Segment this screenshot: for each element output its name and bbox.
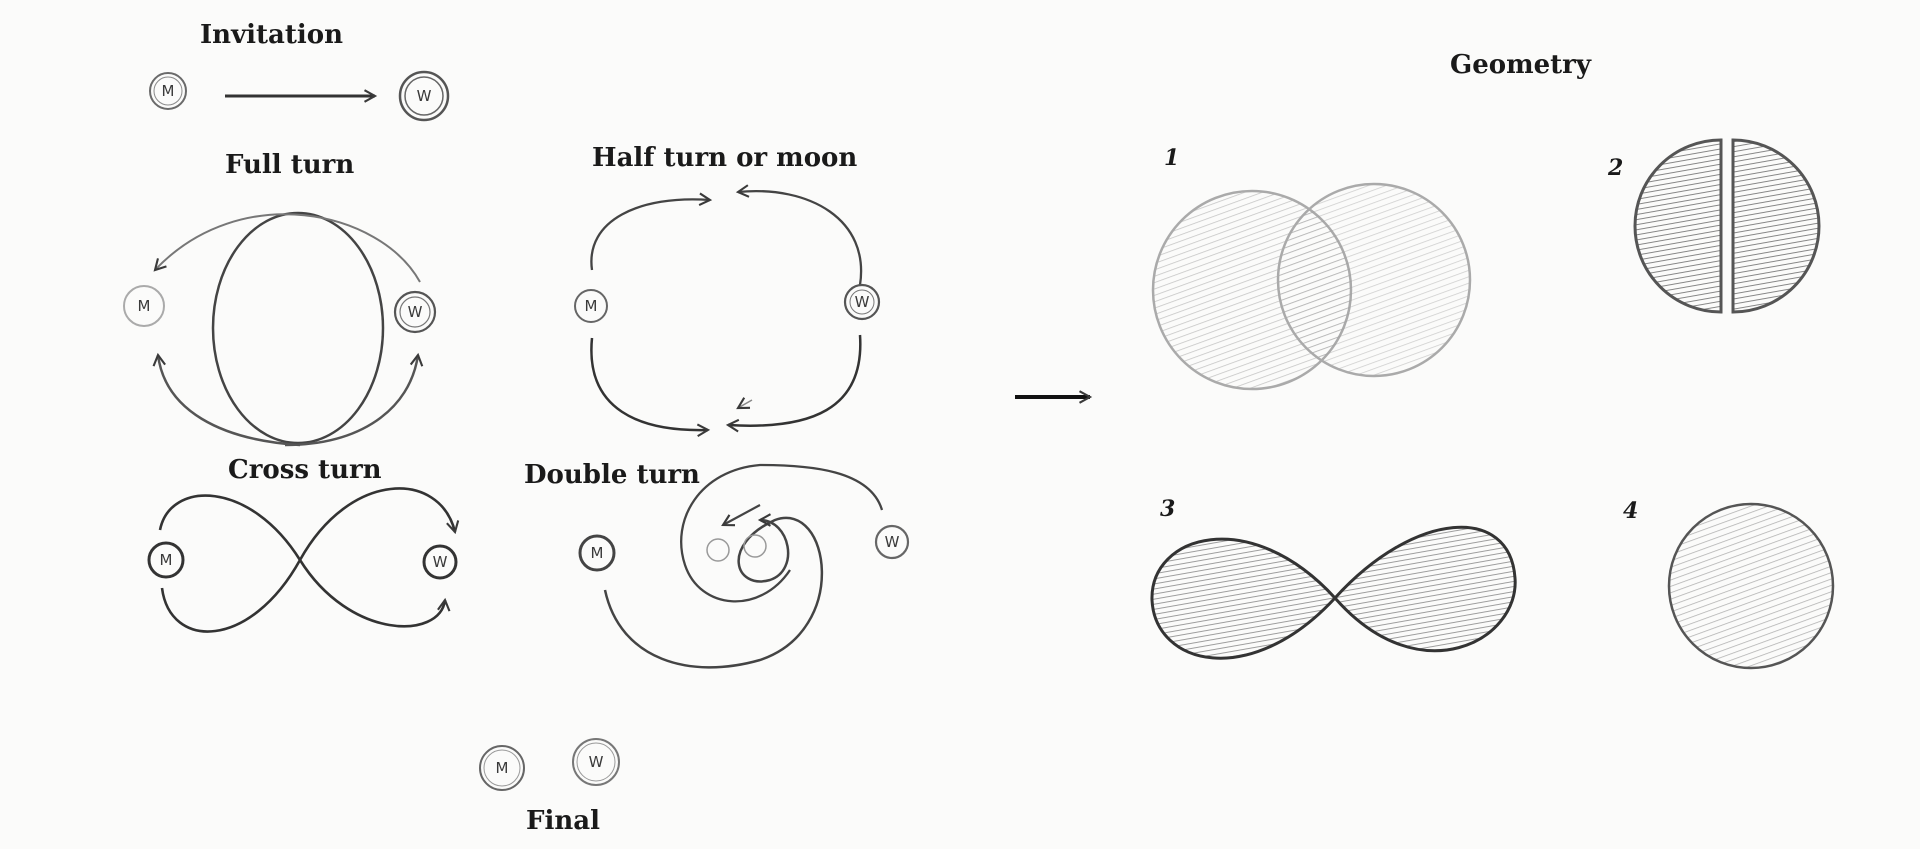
double-turn-inner-arrow — [721, 504, 761, 527]
cross-turn-figure-eight-b — [160, 487, 460, 633]
man-letter: M — [496, 759, 509, 777]
woman-letter: W — [885, 533, 900, 551]
woman-node: W — [393, 290, 437, 334]
invitation-diagram: M W — [149, 70, 450, 122]
label-invitation: Invitation — [200, 20, 344, 50]
man-node: M — [574, 289, 608, 323]
geometry-shape-3-figure-eight — [1150, 525, 1517, 660]
woman-letter: W — [417, 87, 432, 105]
woman-node: W — [572, 738, 620, 786]
geometry-number-2: 2 — [1608, 155, 1624, 181]
full-turn-top-arrow — [153, 213, 421, 283]
woman-node: W — [422, 544, 458, 580]
woman-node: W — [874, 524, 910, 560]
man-letter: M — [585, 297, 598, 315]
man-node: M — [149, 72, 187, 110]
geometry-shape-2-split-circle — [1633, 138, 1821, 314]
man-node: M — [578, 534, 616, 572]
label-final: Final — [526, 806, 600, 836]
woman-letter: W — [433, 553, 448, 571]
half-turn-top-left-arrow — [590, 192, 713, 271]
double-turn-inner-spiral — [680, 463, 884, 603]
woman-letter: W — [408, 303, 423, 321]
man-node: M — [123, 285, 165, 327]
man-node: M — [479, 745, 525, 791]
half-turn-bottom-left-arrow — [590, 337, 711, 438]
double-turn-diagram: M W — [578, 463, 910, 669]
man-letter: M — [162, 82, 175, 100]
woman-letter: W — [589, 753, 604, 771]
half-turn-bottom-right-arrow — [725, 334, 862, 433]
label-geometry: Geometry — [1450, 50, 1591, 80]
man-node: M — [147, 541, 185, 579]
geometry-number-3: 3 — [1160, 496, 1176, 522]
half-turn-small-arrow — [736, 397, 753, 410]
man-letter: M — [591, 544, 604, 562]
woman-node: W — [843, 283, 881, 321]
cross-turn-figure-eight — [158, 494, 451, 628]
cross-turn-diagram: M W — [147, 487, 460, 633]
half-turn-top-right-arrow — [735, 184, 863, 286]
double-turn-small-circle-a — [706, 538, 730, 562]
geometry-shape-4-circle — [1667, 502, 1835, 670]
woman-node: W — [398, 70, 450, 122]
double-turn-small-circle-b — [743, 534, 767, 558]
double-turn-outer-spiral — [603, 513, 824, 669]
full-turn-bottom-right-arrow — [284, 352, 424, 447]
full-turn-bottom-left-arrow — [152, 352, 301, 447]
label-double-turn: Double turn — [524, 460, 700, 490]
label-full-turn: Full turn — [225, 150, 355, 180]
label-half-turn: Half turn or moon — [592, 143, 858, 173]
label-cross-turn: Cross turn — [228, 455, 382, 485]
geometry-number-1: 1 — [1164, 145, 1180, 171]
man-letter: M — [160, 551, 173, 569]
half-turn-diagram: M W — [574, 184, 881, 438]
geometry-number-4: 4 — [1623, 498, 1639, 524]
full-turn-diagram: M W — [123, 211, 437, 447]
final-diagram: M W — [479, 738, 620, 791]
man-letter: M — [138, 297, 151, 315]
woman-letter: W — [855, 293, 870, 311]
geometry-shape-1-overlapping-circles — [1151, 182, 1472, 391]
full-turn-circle — [211, 211, 385, 445]
